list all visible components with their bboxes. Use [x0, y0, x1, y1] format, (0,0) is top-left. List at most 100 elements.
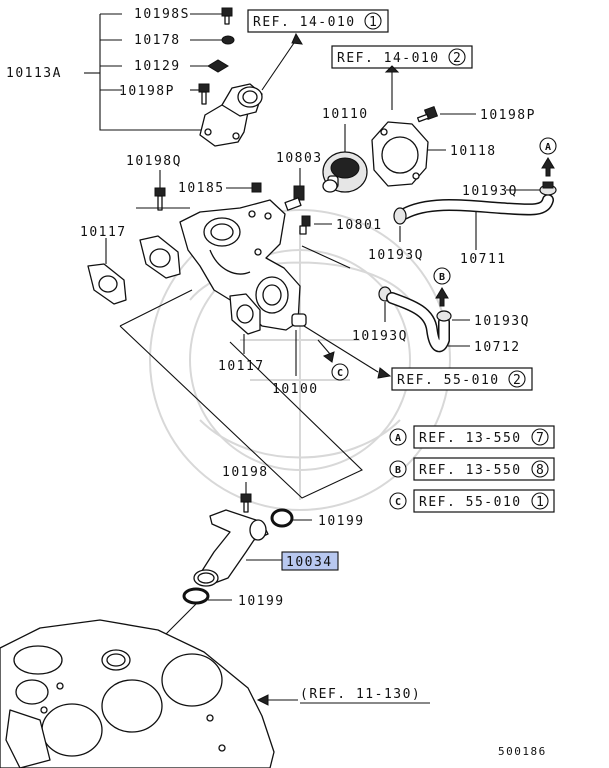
- part-label-10193q-d[interactable]: 10193Q: [474, 314, 530, 329]
- watermark-emblem: [149, 209, 451, 511]
- connector-c-mid-label: C: [337, 368, 343, 379]
- leader-c: [317, 339, 331, 355]
- ref-box-2[interactable]: [331, 45, 473, 69]
- bracket-10113a: [84, 13, 222, 131]
- leader-ref3: [303, 325, 379, 373]
- part-label-10193q-b[interactable]: 10193Q: [368, 248, 424, 263]
- connector-a-top[interactable]: [539, 137, 557, 155]
- legend-letter-b: B: [395, 465, 401, 476]
- ref-circle-2: [448, 48, 466, 66]
- part-label-10110[interactable]: 10110: [322, 107, 369, 122]
- ref-text-3: REF. 55-010: [397, 373, 500, 388]
- hose-10712: [386, 292, 450, 353]
- bolt-10198p-a: [198, 83, 210, 105]
- part-label-10113a[interactable]: 10113A: [6, 66, 62, 81]
- part-label-10198p-b[interactable]: 10198P: [480, 108, 536, 123]
- ref-text-4[interactable]: (REF. 11-130): [300, 687, 421, 702]
- legend-text-b: REF. 13-550: [419, 463, 522, 478]
- clamp-10193q-a: [539, 181, 557, 196]
- arrow-b-top: [435, 287, 449, 307]
- connector-a-top-label: A: [545, 142, 551, 153]
- legend-letter-c: C: [395, 497, 401, 508]
- bolt-10198s: [221, 7, 233, 25]
- part-label-10198q[interactable]: 10198Q: [126, 154, 182, 169]
- part-label-10198[interactable]: 10198: [222, 465, 269, 480]
- flange-left: [139, 235, 181, 279]
- leader-ref1: [261, 39, 297, 91]
- thermostat-housing-10118: [371, 121, 429, 187]
- arrow-ref4: [256, 694, 269, 706]
- part-label-10117-b[interactable]: 10117: [218, 359, 265, 374]
- arrow-ref2: [384, 65, 400, 73]
- sensor-10803: [284, 185, 305, 211]
- connector-b-top[interactable]: [433, 267, 451, 285]
- clamp-10193q-d: [436, 310, 452, 322]
- part-label-10034-highlight[interactable]: [281, 551, 339, 571]
- legend-row-a[interactable]: A REF. 13-550 7: [389, 425, 555, 449]
- outline-link: [301, 245, 351, 269]
- arrow-ref3: [377, 367, 392, 379]
- part-label-10193q-c[interactable]: 10193Q: [352, 329, 408, 344]
- gasket-10117-a: [87, 263, 127, 305]
- assembly-outline: [119, 207, 363, 499]
- part-label-10801[interactable]: 10801: [336, 218, 383, 233]
- legend-row-b[interactable]: B REF. 13-550 8: [389, 457, 555, 481]
- part-label-10178[interactable]: 10178: [134, 33, 181, 48]
- part-label-10199-a[interactable]: 10199: [318, 514, 365, 529]
- diagram-number: 500186: [498, 745, 547, 758]
- legend-text-a: REF. 13-550: [419, 431, 522, 446]
- part-label-10193q-a[interactable]: 10193Q: [462, 184, 518, 199]
- part-label-10803[interactable]: 10803: [276, 151, 323, 166]
- bolt-10198p-b: [416, 105, 439, 123]
- plug-10185: [251, 182, 262, 193]
- ref-num-1: 1: [369, 15, 378, 30]
- legend-letter-a: A: [395, 433, 401, 444]
- legend: A REF. 13-550 7 B REF. 13-550 8 C REF. 5…: [389, 425, 555, 513]
- engine-block: [0, 619, 275, 768]
- arrow-a-top: [541, 157, 555, 177]
- part-label-10711[interactable]: 10711: [460, 252, 507, 267]
- water-outlet-fitting: [199, 83, 263, 147]
- ref-text-1: REF. 14-010: [253, 15, 356, 30]
- part-label-10117-a[interactable]: 10117: [80, 225, 127, 240]
- water-pipe-10034: [193, 509, 269, 587]
- ref-circle-1: [364, 12, 382, 30]
- ref-box-3[interactable]: [391, 367, 533, 391]
- leader-to-engine: [163, 603, 197, 637]
- ref-text-2: REF. 14-010: [337, 51, 440, 66]
- bolt-10198: [240, 493, 252, 513]
- water-inlet-housing-10100: [179, 199, 307, 331]
- part-label-10198p-a[interactable]: 10198P: [119, 84, 175, 99]
- legend-num-c: 1: [536, 495, 545, 510]
- oring-10199-a: [270, 508, 294, 528]
- bolt-10198q: [154, 187, 166, 211]
- arrow-ref1: [291, 32, 303, 45]
- part-label-10199-b[interactable]: 10199: [238, 594, 285, 609]
- gasket-10129: [207, 59, 229, 73]
- part-label-10118[interactable]: 10118: [450, 144, 497, 159]
- ref-num-2: 2: [453, 51, 462, 66]
- part-label-10198s[interactable]: 10198S: [134, 7, 190, 22]
- ref-box-1[interactable]: [247, 9, 389, 33]
- thermostat-10110: [322, 151, 368, 193]
- legend-row-c[interactable]: C REF. 55-010 1: [389, 489, 555, 513]
- clamp-10193q-b: [393, 207, 407, 225]
- connector-b-top-label: B: [439, 272, 445, 283]
- part-label-10034[interactable]: 10034: [286, 555, 333, 570]
- hose-10711: [398, 194, 554, 220]
- part-label-10129[interactable]: 10129: [134, 59, 181, 74]
- legend-text-c: REF. 55-010: [419, 495, 522, 510]
- legend-num-a: 7: [536, 431, 545, 446]
- ref-circle-3: [508, 370, 526, 388]
- oring-10199-b: [182, 587, 210, 605]
- ref-num-3: 2: [513, 373, 522, 388]
- arrow-c: [322, 351, 335, 363]
- legend-num-b: 8: [536, 463, 545, 478]
- connector-c-mid[interactable]: [331, 363, 349, 381]
- gasket-10178: [221, 35, 235, 45]
- sensor-10801: [299, 215, 311, 235]
- part-label-10185[interactable]: 10185: [178, 181, 225, 196]
- part-label-10712[interactable]: 10712: [474, 340, 521, 355]
- gasket-10117-b: [229, 293, 261, 335]
